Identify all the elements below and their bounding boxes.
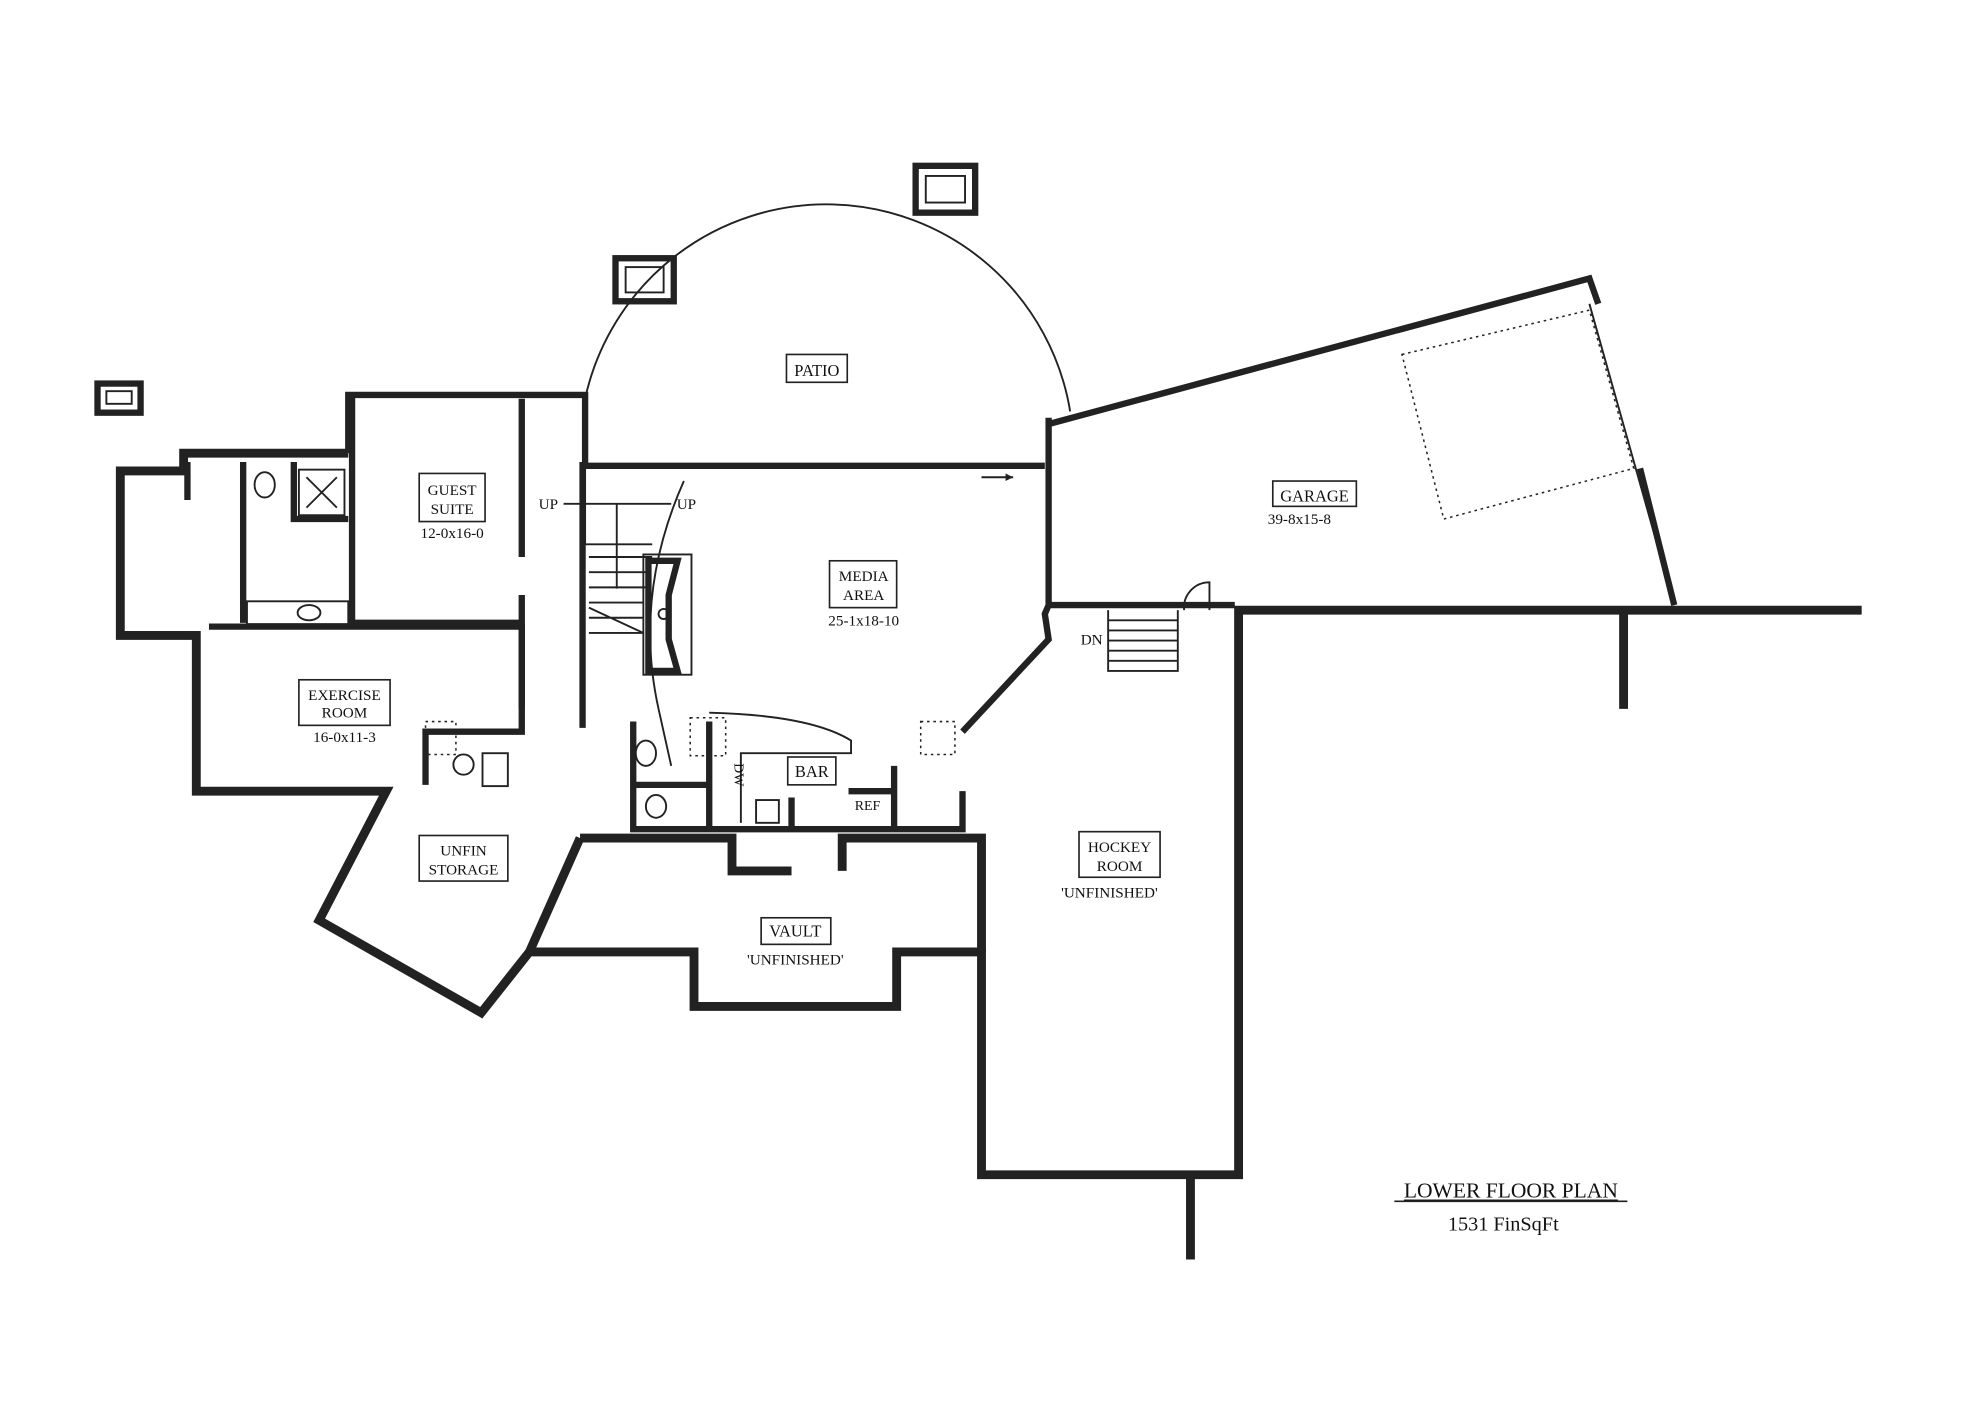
svg-text:STORAGE: STORAGE	[429, 862, 499, 879]
room-media-area: MEDIA AREA 25-1x18-10	[828, 559, 900, 629]
svg-text:12-0x16-0: 12-0x16-0	[420, 525, 484, 542]
svg-text:SUITE: SUITE	[431, 501, 474, 518]
patio-outline	[584, 203, 1072, 412]
mechanical-box	[424, 720, 457, 756]
furnace-icon	[481, 752, 509, 788]
stairs-up	[563, 465, 672, 634]
svg-text:BAR: BAR	[795, 762, 829, 781]
arrow-head-icon	[1005, 473, 1014, 482]
plan-title: LOWER FLOOR PLAN	[1404, 1179, 1618, 1203]
svg-text:GUEST: GUEST	[428, 482, 478, 499]
svg-text:UNFIN: UNFIN	[440, 843, 486, 860]
room-exercise: EXERCISE ROOM 16-0x11-3	[298, 678, 391, 746]
svg-text:25-1x18-10: 25-1x18-10	[828, 612, 899, 629]
stair-down-label: DN	[1081, 631, 1103, 648]
garage-slab-outline	[1401, 309, 1635, 520]
room-bar: BAR	[786, 756, 837, 786]
fireplace	[642, 553, 693, 676]
mechanical-box	[919, 720, 956, 756]
svg-text:VAULT: VAULT	[769, 922, 821, 941]
bath-fixtures	[246, 468, 780, 824]
stairs-down	[1107, 581, 1211, 672]
svg-text:'UNFINISHED': 'UNFINISHED'	[747, 952, 844, 969]
svg-text:MEDIA: MEDIA	[839, 568, 889, 585]
svg-text:39-8x15-8: 39-8x15-8	[1268, 511, 1332, 528]
stair-up-label: UP	[539, 496, 558, 513]
finished-sqft: 1531 FinSqFt	[1448, 1213, 1559, 1235]
refrigerator-label: REF	[855, 799, 881, 814]
svg-text:PATIO: PATIO	[794, 361, 839, 380]
svg-text:16-0x11-3: 16-0x11-3	[313, 729, 376, 746]
interior-walls	[184, 274, 1678, 833]
room-patio: PATIO	[785, 353, 849, 384]
room-unfin-storage: UNFIN STORAGE	[418, 834, 509, 882]
room-vault: VAULT 'UNFINISHED'	[747, 916, 844, 969]
window-wells	[94, 162, 979, 416]
svg-text:AREA: AREA	[843, 587, 884, 604]
room-garage: GARAGE 39-8x15-8	[1268, 480, 1358, 528]
mechanical-box	[689, 717, 727, 757]
room-hockey: HOCKEY ROOM 'UNFINISHED'	[1061, 830, 1161, 902]
water-heater-icon	[452, 753, 475, 776]
dishwasher-label: DW	[731, 763, 746, 787]
room-guest-suite: GUEST SUITE 12-0x16-0	[418, 472, 486, 542]
bar-counter	[709, 711, 853, 823]
foundation-walls	[115, 448, 1862, 1260]
svg-text:ROOM: ROOM	[1097, 858, 1143, 875]
svg-text:ROOM: ROOM	[322, 705, 368, 722]
svg-text:HOCKEY: HOCKEY	[1088, 839, 1151, 856]
svg-text:'UNFINISHED': 'UNFINISHED'	[1061, 885, 1158, 902]
svg-text:GARAGE: GARAGE	[1280, 486, 1349, 505]
stair-up-label: UP	[677, 496, 696, 513]
svg-text:EXERCISE: EXERCISE	[308, 687, 381, 704]
